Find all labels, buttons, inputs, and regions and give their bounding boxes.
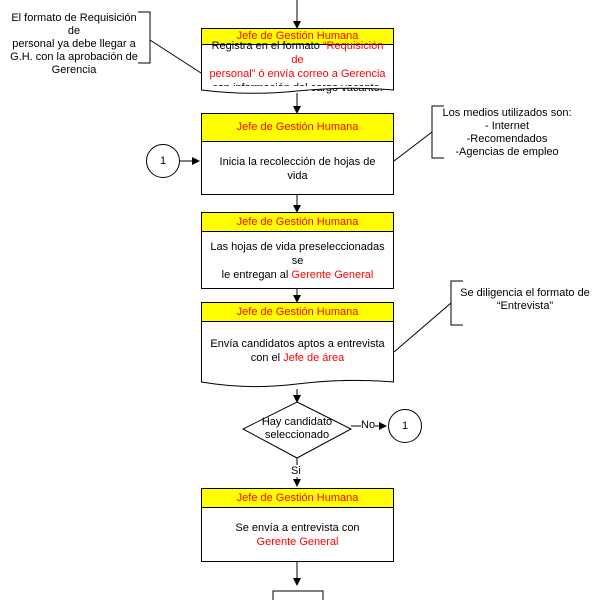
step-4-box: Jefe de Gestión Humana Envía candidatos … — [201, 302, 394, 380]
step-4-role: Jefe de Gestión Humana — [202, 303, 393, 322]
step-3-box: Jefe de Gestión Humana Las hojas de vida… — [201, 212, 394, 289]
step-1-wave — [201, 86, 394, 94]
step-2-text: Inicia la recolección de hojas de vida — [219, 155, 376, 182]
connector-left: 1 — [146, 144, 180, 178]
note-right-2: Se diligencia el formato de “Entrevista” — [460, 287, 590, 312]
connector-right: 1 — [388, 409, 422, 443]
step-1-box: Jefe de Gestión Humana Registra en el fo… — [201, 28, 394, 94]
step-4-wave — [201, 378, 394, 388]
step-3-text: Las hojas de vida preseleccionadas se le… — [210, 240, 385, 281]
step-1-text: Registra en el formato “Requisición de p… — [209, 40, 386, 94]
next-step-box — [272, 590, 324, 600]
note-top-left: El formato de Requisición de personal ya… — [10, 12, 138, 76]
step-5-text: Se envía a entrevista con Gerente Genera… — [235, 522, 360, 548]
note-line-top-left — [149, 39, 202, 74]
step-3-role: Jefe de Gestión Humana — [202, 213, 393, 232]
note-line-right-2 — [393, 302, 452, 353]
decision-no-label: No — [361, 419, 376, 431]
decision-yes-label: Si — [291, 465, 301, 477]
step-5-role: Jefe de Gestión Humana — [202, 489, 393, 508]
step-5-box: Jefe de Gestión Humana Se envía a entrev… — [201, 488, 394, 562]
step-1-role: Jefe de Gestión Humana — [202, 29, 393, 45]
note-line-right-1 — [393, 131, 433, 162]
decision-text: Hay candidato seleccionado — [261, 416, 333, 441]
step-2-role: Jefe de Gestión Humana — [202, 114, 393, 142]
step-4-text: Envía candidatos aptos a entrevista con … — [210, 338, 385, 364]
note-right-1: Los medios utilizados son: - Internet -R… — [442, 107, 572, 158]
step-2-box: Jefe de Gestión Humana Inicia la recolec… — [201, 113, 394, 195]
